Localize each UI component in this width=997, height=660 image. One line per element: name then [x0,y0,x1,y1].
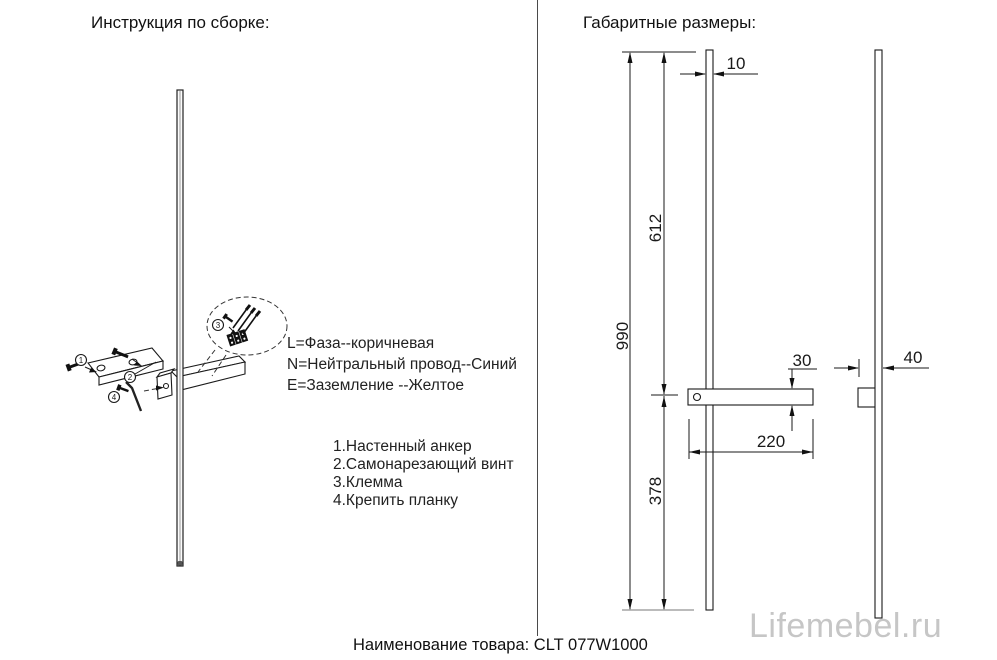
dim-total-height-label: 990 [613,322,632,350]
wiring-legend: L=Фаза--коричневая N=Нейтральный провод-… [287,333,517,396]
dim-tube-width-label: 10 [727,54,746,73]
left-panel-title: Инструкция по сборке: [91,13,270,32]
dim-lower-height-label: 378 [646,477,665,505]
parts-item-1: 1.Настенный анкер [333,438,472,455]
dim-bracket-length: 220 [688,419,814,459]
hex-key [125,381,143,412]
dim-upper-height-label: 612 [646,214,665,242]
dim-bracket-length-label: 220 [757,432,785,451]
callout-2: 2 [123,370,137,384]
dimensions-drawing: 990 612 378 10 [613,49,929,619]
bracket-side-view [857,387,877,408]
dim-bracket-thickness: 30 [788,351,817,431]
lamp-bar [176,89,184,567]
watermark: Lifemebel.ru [749,607,943,645]
terminal-screw [222,313,234,323]
parts-item-3: 3.Клемма [333,474,403,491]
right-panel-title: Габаритные размеры: [583,13,757,32]
assembly-illustration: 1 2 4 [65,89,288,567]
callout-3: 3 [211,318,225,332]
detail-callout: 3 [197,296,288,377]
dim-lower-height: 378 [646,396,667,610]
dim-wall-offset-label: 40 [904,348,923,367]
callout-1: 1 [74,353,88,367]
parts-item-2: 2.Самонарезающий винт [333,456,514,473]
callout-3-number: 3 [216,321,221,330]
wiring-line-n: N=Нейтральный провод--Синий [287,356,517,373]
tube-front-view [705,49,714,611]
tube-side-view [874,49,883,619]
wiring-line-l: L=Фаза--коричневая [287,335,435,352]
dim-total-height: 990 [613,52,633,610]
wiring-line-e: E=Заземление --Желтое [287,377,464,394]
callout-4-number: 4 [112,393,117,402]
callout-1-number: 1 [79,356,84,365]
wires [232,304,262,335]
parts-item-4: 4.Крепить планку [333,492,459,509]
dim-bracket-thickness-label: 30 [793,351,812,370]
product-name: Наименование товара: CLT 077W1000 [353,636,648,654]
bracket-end-cap [155,368,176,400]
panel-divider [537,0,538,636]
set-screw [116,384,129,393]
dim-tube-width: 10 [680,54,758,77]
parts-list: 1.Настенный анкер 2.Самонарезающий винт … [333,438,514,510]
dim-upper-height: 612 [646,52,667,395]
self-tapping-screw [111,347,129,359]
bracket-front-view [687,388,814,406]
callout-2-number: 2 [128,373,133,382]
dim-wall-offset: 40 [834,348,929,377]
callout-4: 4 [107,390,121,404]
